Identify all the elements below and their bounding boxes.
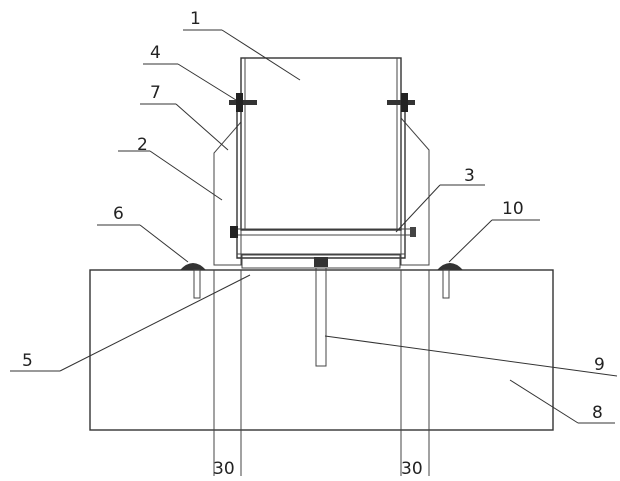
callout-4: 4 [150,43,161,63]
callout-7: 7 [150,83,161,103]
concrete-base [89,269,554,431]
dimension-labels: 30 30 [213,459,423,479]
callout-1: 1 [190,9,201,29]
side-bolts [229,93,415,112]
wall-panel [240,57,402,231]
tie-rod [230,226,416,238]
callout-9: 9 [594,355,605,375]
callout-8: 8 [592,403,603,423]
anchor-screw [314,257,328,367]
callout-10: 10 [502,199,524,219]
callout-5: 5 [22,351,33,371]
callouts: 1 2 3 4 5 6 7 8 9 10 [22,9,605,423]
callout-6: 6 [113,204,124,224]
callout-3: 3 [464,166,475,186]
leader-lines [10,29,618,424]
dimension-left: 30 [213,459,235,479]
dimension-lines [213,270,430,476]
callout-2: 2 [137,135,148,155]
dimension-right: 30 [401,459,423,479]
steel-channel [236,99,406,259]
edge-anchors [180,263,463,299]
